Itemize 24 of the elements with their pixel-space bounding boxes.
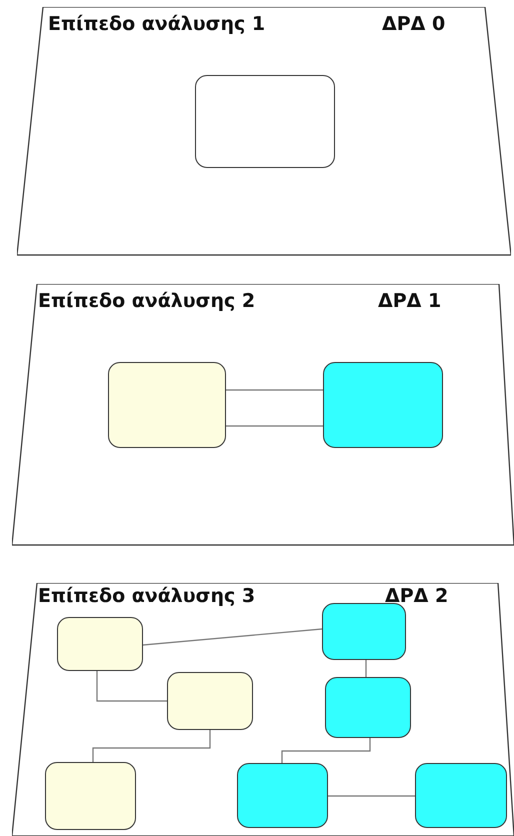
process-box (57, 617, 143, 671)
process-box (237, 763, 328, 828)
connector-line (226, 425, 323, 427)
process-box (167, 672, 253, 730)
connector-line (365, 660, 367, 677)
panel-heading: Επίπεδο ανάλυσης 2 (38, 292, 256, 311)
panel-heading: Επίπεδο ανάλυσης 1 (48, 15, 266, 34)
process-box (415, 763, 507, 828)
process-box (108, 362, 226, 448)
process-box (45, 762, 136, 830)
panel-heading: Επίπεδο ανάλυσης 3 (38, 587, 256, 606)
connector-line (142, 628, 322, 646)
process-box (325, 677, 411, 738)
panel-heading: ΔΡΔ 2 (385, 587, 448, 606)
process-box (322, 603, 406, 660)
connector-line (226, 389, 323, 391)
panel-heading: ΔΡΔ 1 (378, 292, 442, 311)
process-box (323, 362, 443, 448)
panel-heading: ΔΡΔ 0 (382, 15, 446, 34)
connector-line (281, 738, 371, 763)
connector-line (328, 795, 415, 797)
process-box (195, 75, 335, 168)
connector-line (92, 730, 211, 762)
connector-line (96, 671, 167, 702)
